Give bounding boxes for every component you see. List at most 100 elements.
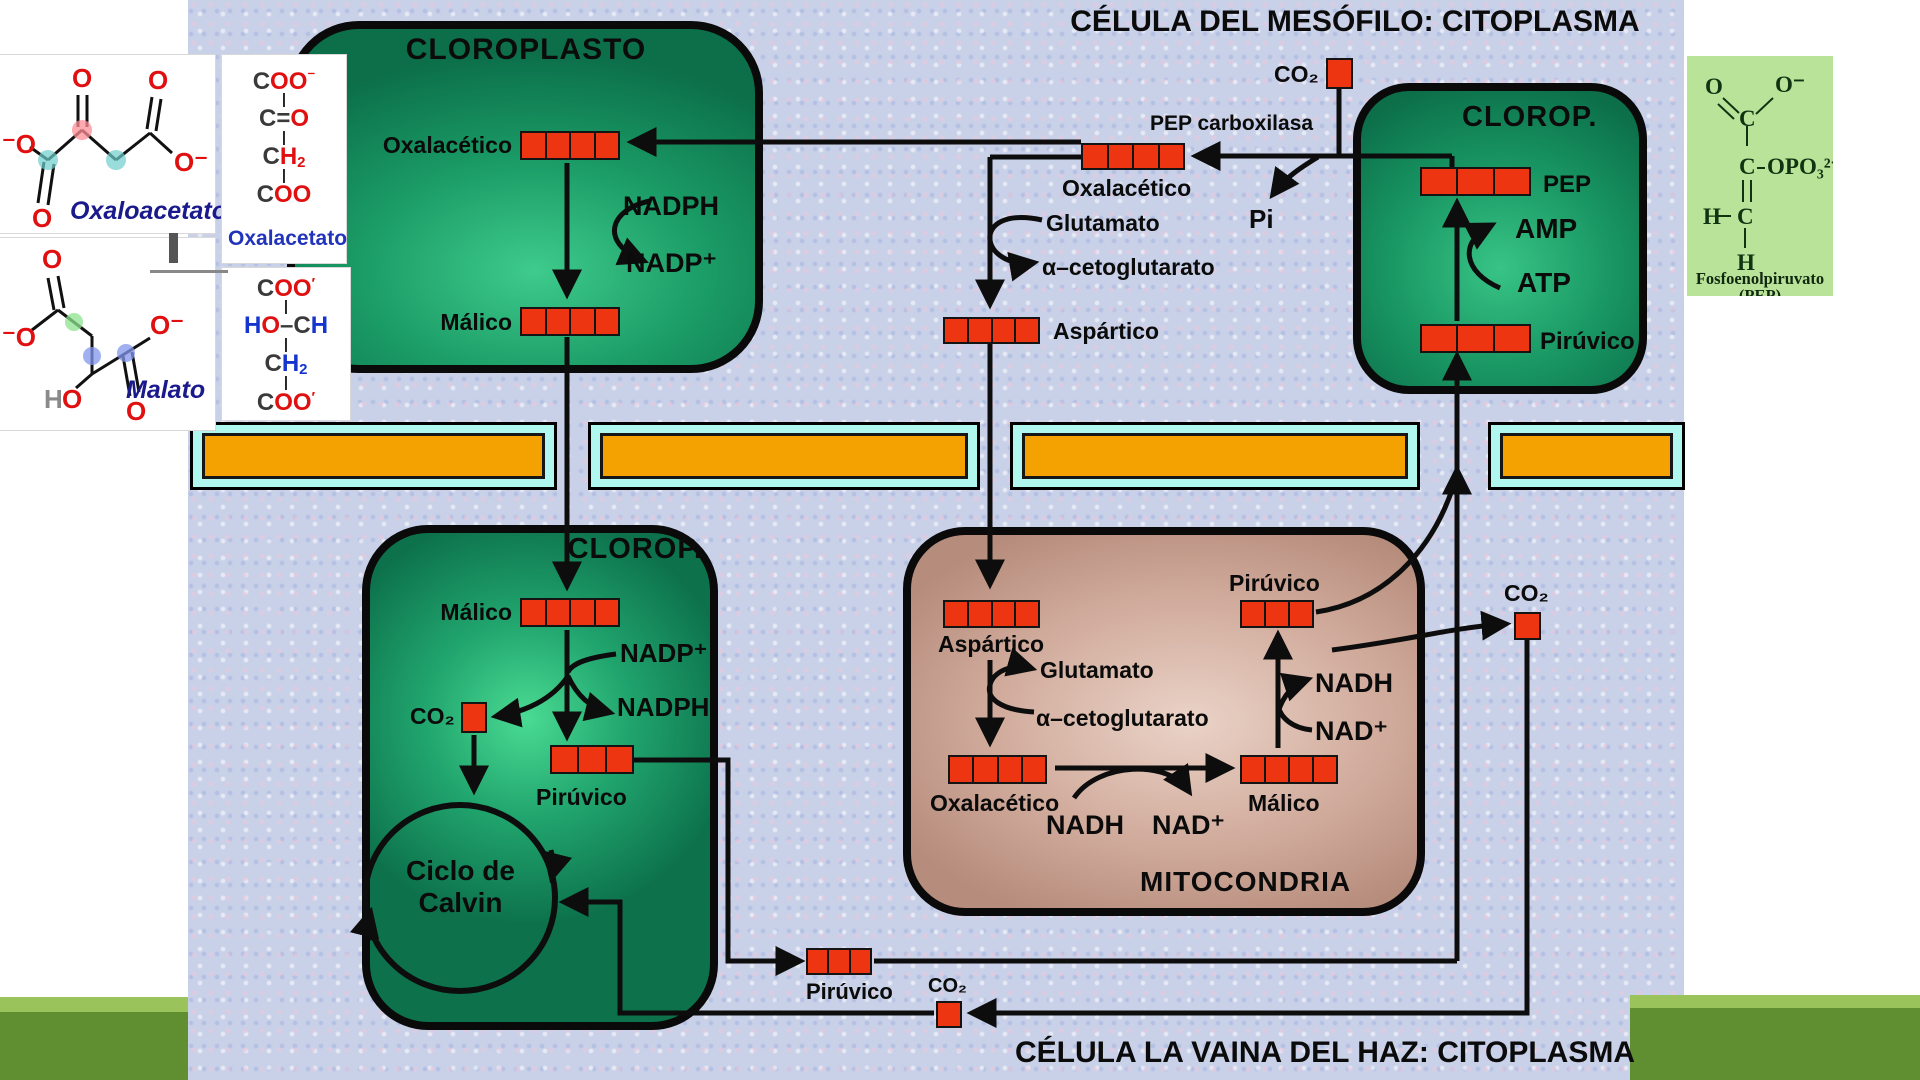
glutamate-ketoglutarate-curve [987,215,1043,282]
pyruvate-label-mito: Pirúvico [1229,570,1320,596]
pep-structure-drawing: O O⁻ C C OPO₃²⁻ H C H Fosfoenolpiruvato … [1696,72,1843,305]
nadph-label-bundle: NADPH [617,692,710,722]
aspartate-bar-cytoplasm [943,317,1040,344]
pep-o-top: O [1705,74,1723,99]
nadph-nadp-curve [612,198,651,266]
nad-label-mito-bottom: NAD⁺ [1152,810,1225,840]
co2-square-top [1326,58,1353,89]
bottom-title: CÉLULA LA VAINA DEL HAZ: CITOPLASMA [1015,1036,1635,1069]
oaa-bar-mitochondria [948,755,1047,784]
pyruvate-bar-chloroplast-right [1420,324,1531,353]
pep-h-bottom: H [1737,250,1755,275]
o-minus-right-atom: O⁻ [150,310,184,340]
bottom-o-atom: O [126,396,146,426]
oaa-label-mito: Oxalacético [930,790,1060,816]
cell-wall-membrane-4 [1488,422,1685,490]
pep-structure-panel: O O⁻ C C OPO₃²⁻ H C H Fosfoenolpiruvato … [1687,56,1843,305]
membrane-orange-layer [1500,433,1673,479]
pep-h-left: H [1703,204,1721,229]
pi-release-arrow [1269,154,1320,200]
malate-label-chl-top: Málico [440,309,512,335]
oxalacetate-formula-panel: COO⁻ | C=O | CH2 | COO Oxalacetato [222,55,348,263]
o-minus-right-atom: O⁻ [174,147,208,177]
co2-release-arrow [1331,610,1512,653]
oxaloacetate-name: Oxaloacetato [70,197,228,225]
top-title: CÉLULA DEL MESÓFILO: CITOPLASMA [1070,5,1640,38]
co2-square-bottom [936,1001,962,1028]
carboxyl-o-atom: O [42,244,62,274]
bottom-right-band-dark [1630,1008,1920,1080]
glutamate-label-mito: Glutamato [1040,657,1154,683]
pep-c2: C [1739,154,1756,179]
malate-skeletal-drawing: O ⁻O O⁻ O O H [2,244,184,426]
bottom-o-atom: O [32,203,52,233]
malate-bar-mesophyll-chloroplast [520,307,620,336]
calvin-rotation-arrow-right [542,849,573,884]
calvin-rotation-arrow-left [349,906,380,941]
malate-label-bundle: Málico [440,599,512,625]
o-minus-left-atom: ⁻O [2,129,36,159]
nadp-in-curve [565,651,617,674]
pep-o-minus: O⁻ [1775,72,1805,97]
malate-label-mito: Málico [1248,790,1320,816]
carboxyl-o-atom: O [148,65,168,95]
co2-return-line [966,640,1530,1028]
ketoglutarate-label-mito: α–cetoglutarato [1036,705,1209,731]
bond: | [281,167,287,184]
calvin-cycle-label: Ciclo de Calvin [378,855,543,919]
bottom-left-band-light [0,997,188,1012]
co2-top-label: CO₂ [1274,61,1319,87]
bond: | [283,374,289,391]
nad-label-mito-right: NAD⁺ [1315,716,1388,746]
chloroplast-bundle-title: CLOROP. [567,533,703,565]
malate-formula: COO′ | HO–CH | CH2 | COO′ [222,275,350,415]
aspartate-label-mito: Aspártico [938,631,1045,657]
pi-label: Pi [1249,204,1274,234]
co2-label-bottom: CO₂ [928,975,967,997]
formula-line-coo2: COO [256,181,312,208]
pep-label: PEP [1543,171,1592,198]
co2-label-bundle: CO₂ [410,703,455,729]
pyruvate-bar-mitochondria [1240,600,1314,628]
malate-bar-bundle-sheath [520,598,620,627]
pep-opo3: OPO₃²⁻ [1767,154,1833,179]
oaa-cytoplasm-label: Oxalacético [1062,175,1192,201]
bottom-left-band-dark [0,1012,188,1080]
nadp-label-chl-top: NADP⁺ [626,248,717,278]
oxaloacetate-skeletal-drawing: ⁻O O O O O⁻ [2,63,208,233]
chloroplast-top-title: CLOROPLASTO [405,33,647,66]
pep-c1: C [1739,106,1756,131]
panel-connector-line [150,270,228,273]
aspartate-cytoplasm-label: Aspártico [1053,318,1160,344]
pep-bar [1420,167,1531,196]
membrane-orange-layer [1022,433,1408,479]
pep-name: Fosfoenolpiruvato [1696,269,1824,288]
hydroxyl-o-atom: O [62,384,82,414]
cell-wall-membrane-2 [588,422,980,490]
malate-name: Malato [126,376,206,404]
nadh-nad-mito-curve [1071,762,1193,800]
o-minus-left-atom: ⁻O [2,322,36,352]
cell-wall-membrane-3 [1010,422,1420,490]
atp-amp-curve [1463,222,1502,291]
mitochondria-title: MITOCONDRIA [1140,866,1352,897]
membrane-orange-layer [600,433,968,479]
nadph-label-chl-top: NADPH [623,191,720,221]
atp-label: ATP [1517,267,1571,298]
malate-structure-panel: O ⁻O O⁻ O O H Malato [0,238,215,430]
co2-branch-arrow [490,674,571,728]
membrane-orange-layer [202,433,545,479]
formula-line-hoch: HO–CH [243,312,329,339]
malate-bar-mitochondria [1240,755,1338,784]
co2-label-right: CO₂ [1504,580,1549,606]
ketoglutarate-glutamate-curve [986,647,1038,715]
oxalacetate-name-blue: Oxalacetato [228,227,348,250]
formula-line-coo: COO′ [256,275,316,302]
chloroplast-right-title: CLOROP. [1462,101,1598,133]
pyruvate-feed-line [633,757,806,976]
bond: | [281,129,287,146]
malate-formula-panel: COO′ | HO–CH | CH2 | COO′ [222,268,350,420]
formula-line-ch2: CH2 [264,350,308,378]
